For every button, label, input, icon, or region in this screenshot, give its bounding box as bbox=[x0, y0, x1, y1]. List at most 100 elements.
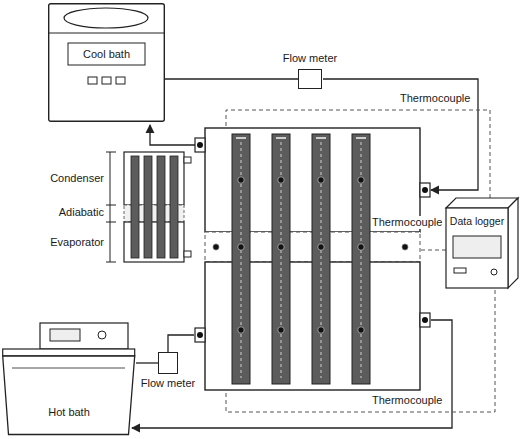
fitting-dot bbox=[197, 332, 203, 338]
heat-pipe bbox=[170, 156, 178, 258]
flow-meter: Flow meter bbox=[272, 52, 348, 89]
fitting-dot bbox=[197, 142, 203, 148]
measuring-point bbox=[402, 244, 408, 250]
fitting-dot bbox=[422, 187, 428, 193]
heat-pipe bbox=[157, 156, 165, 258]
water-fitting bbox=[195, 328, 205, 342]
heat-pipe bbox=[131, 156, 139, 258]
measuring-point bbox=[278, 244, 284, 250]
thermocouple-line bbox=[421, 250, 446, 251]
heat-pipe bbox=[312, 134, 330, 384]
bracket-tick bbox=[106, 152, 116, 153]
measuring-point bbox=[213, 244, 219, 250]
measuring-point bbox=[318, 327, 324, 333]
heat-pipe bbox=[272, 134, 290, 384]
test-section bbox=[195, 128, 430, 390]
measuring-point bbox=[358, 327, 364, 333]
thermocouple-line bbox=[226, 110, 490, 198]
bracket-line bbox=[110, 152, 111, 262]
panel-knob bbox=[98, 331, 106, 339]
section-label: Evaporator bbox=[50, 236, 104, 249]
measuring-point bbox=[238, 177, 244, 183]
measuring-point bbox=[318, 177, 324, 183]
pipe-thermocouple-wires bbox=[241, 142, 361, 378]
bracket-tick bbox=[106, 205, 116, 206]
water-pipe-connector bbox=[136, 362, 158, 363]
heat-pipe bbox=[232, 134, 250, 384]
wire-label: Thermocouple bbox=[400, 92, 470, 105]
node-label: Flow meter bbox=[138, 377, 198, 390]
measuring-point bbox=[238, 244, 244, 250]
bracket-tick bbox=[106, 262, 116, 263]
wire-label: Thermocouple bbox=[372, 394, 442, 407]
heat-pipe bbox=[352, 134, 370, 384]
node-label: Data logger bbox=[446, 215, 508, 228]
pipe-cap bbox=[356, 137, 366, 138]
measuring-point bbox=[278, 177, 284, 183]
flow-meter: Flow meter bbox=[138, 352, 198, 390]
cooling-supply-pipe bbox=[323, 79, 478, 190]
label-slot: Thermocouple bbox=[400, 92, 470, 105]
control-button bbox=[116, 77, 125, 84]
label-slot: Adiabatic bbox=[59, 206, 104, 219]
panel-display bbox=[50, 329, 80, 341]
pipe-cap bbox=[316, 137, 326, 138]
logger-slot bbox=[454, 268, 466, 273]
logger-side-face bbox=[508, 198, 518, 288]
cooling-return-pipe bbox=[150, 125, 195, 145]
control-button bbox=[102, 77, 111, 84]
label-slot: Condenser bbox=[50, 172, 104, 185]
measuring-point bbox=[358, 177, 364, 183]
measuring-point bbox=[278, 327, 284, 333]
data-logger: Data logger bbox=[446, 198, 520, 290]
unit-outline bbox=[2, 322, 136, 436]
bracket-tick bbox=[106, 222, 116, 223]
section-label: Adiabatic bbox=[59, 206, 104, 219]
pipe-caps bbox=[236, 137, 366, 138]
control-panel bbox=[40, 323, 128, 349]
name-plate bbox=[68, 43, 145, 65]
bath-top-edge bbox=[49, 33, 165, 34]
thermocouple-line bbox=[226, 290, 495, 412]
measuring-point bbox=[318, 244, 324, 250]
logger-knob bbox=[491, 269, 497, 275]
label-slot: Thermocouple bbox=[371, 216, 443, 229]
measuring-point bbox=[238, 327, 244, 333]
fitting-dot bbox=[422, 317, 428, 323]
unit-outline bbox=[446, 198, 520, 290]
side-view bbox=[124, 152, 191, 262]
unit-outline bbox=[48, 3, 165, 122]
label-slot: Evaporator bbox=[50, 236, 104, 249]
tub-rim bbox=[3, 349, 135, 356]
node-label: Hot bath bbox=[2, 406, 136, 419]
nozzle bbox=[184, 157, 191, 163]
logger-top-face bbox=[446, 198, 518, 208]
hot-bath-unit: Hot bath bbox=[2, 322, 136, 436]
water-fitting bbox=[420, 183, 430, 197]
pipe-cap bbox=[276, 137, 286, 138]
water-pipes bbox=[132, 79, 478, 428]
logger-screen bbox=[453, 236, 501, 258]
water-pipe-connector bbox=[165, 78, 298, 79]
section-label: Condenser bbox=[50, 172, 104, 185]
flow-meter-body bbox=[298, 69, 322, 89]
node-label: Flow meter bbox=[272, 52, 348, 65]
tub-water-line bbox=[12, 368, 125, 369]
water-fitting bbox=[195, 138, 205, 152]
heating-supply-pipe bbox=[168, 335, 194, 352]
water-fitting bbox=[420, 313, 430, 327]
control-button bbox=[88, 77, 97, 84]
section-bracket bbox=[106, 152, 116, 262]
flow-meter-body bbox=[158, 352, 178, 374]
tub-body bbox=[3, 356, 135, 435]
fittings bbox=[195, 138, 430, 342]
wire-label: Thermocouple bbox=[371, 216, 443, 229]
pipe-cap bbox=[236, 137, 246, 138]
logger-front-face bbox=[446, 208, 508, 288]
measuring-point bbox=[358, 244, 364, 250]
label-slot: Thermocouple bbox=[372, 394, 442, 407]
bath-body bbox=[49, 4, 165, 122]
heat-pipe bbox=[144, 156, 152, 258]
